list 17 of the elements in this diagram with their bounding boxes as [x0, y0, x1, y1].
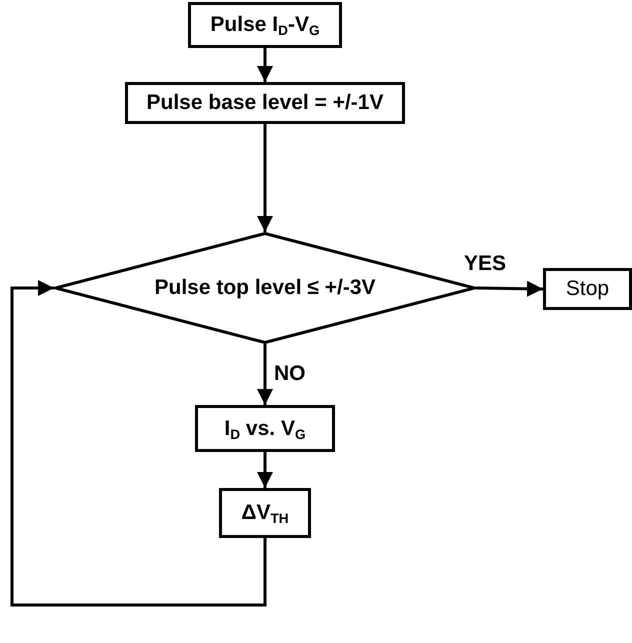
process-box — [195, 405, 335, 452]
process-box — [125, 82, 405, 124]
process-box — [188, 2, 342, 48]
arrow — [257, 48, 273, 82]
arrow — [257, 452, 273, 488]
process-box — [219, 488, 311, 538]
arrow — [257, 344, 273, 405]
node-text: Pulse base level = +/-1V — [146, 91, 384, 115]
node-text: ΔV$_{TH}$ — [241, 501, 289, 525]
node-text: Pulse I$_{D}$-V$_{G}$ — [210, 13, 320, 37]
arrow — [257, 124, 273, 232]
arrow — [10, 280, 266, 606]
terminal-box — [543, 268, 632, 310]
arrow — [476, 280, 544, 297]
node-text: Stop — [566, 277, 610, 301]
node-text: I$_{D}$ vs. V$_{G}$ — [224, 416, 306, 440]
node-text: Pulse top level ≤ +/-3V — [154, 276, 376, 300]
